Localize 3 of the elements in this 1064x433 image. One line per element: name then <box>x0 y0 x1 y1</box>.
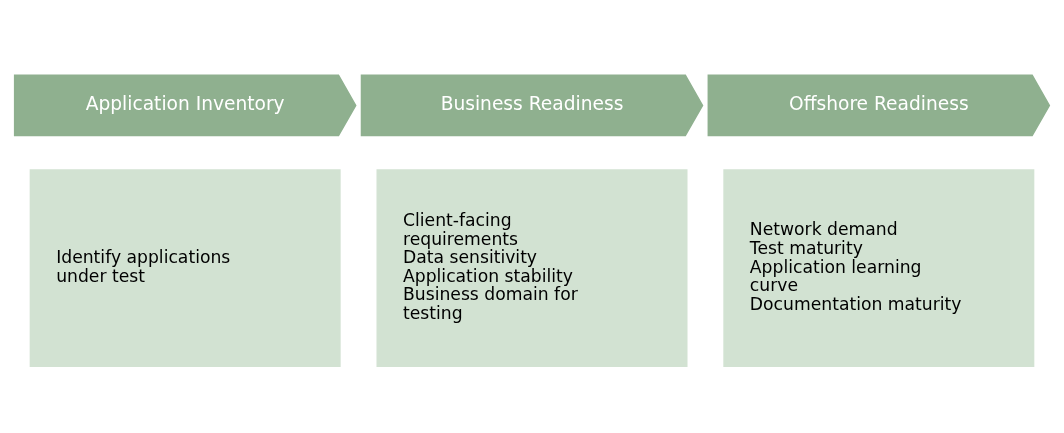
node-box: Network demand Test maturity Application learning curve Documentation maturity <box>723 169 1035 367</box>
node-box: Identify applications under test <box>29 169 341 367</box>
node-box: Client-facing requirements Data sensitivity Application stability Business domain for testing <box>376 169 688 367</box>
